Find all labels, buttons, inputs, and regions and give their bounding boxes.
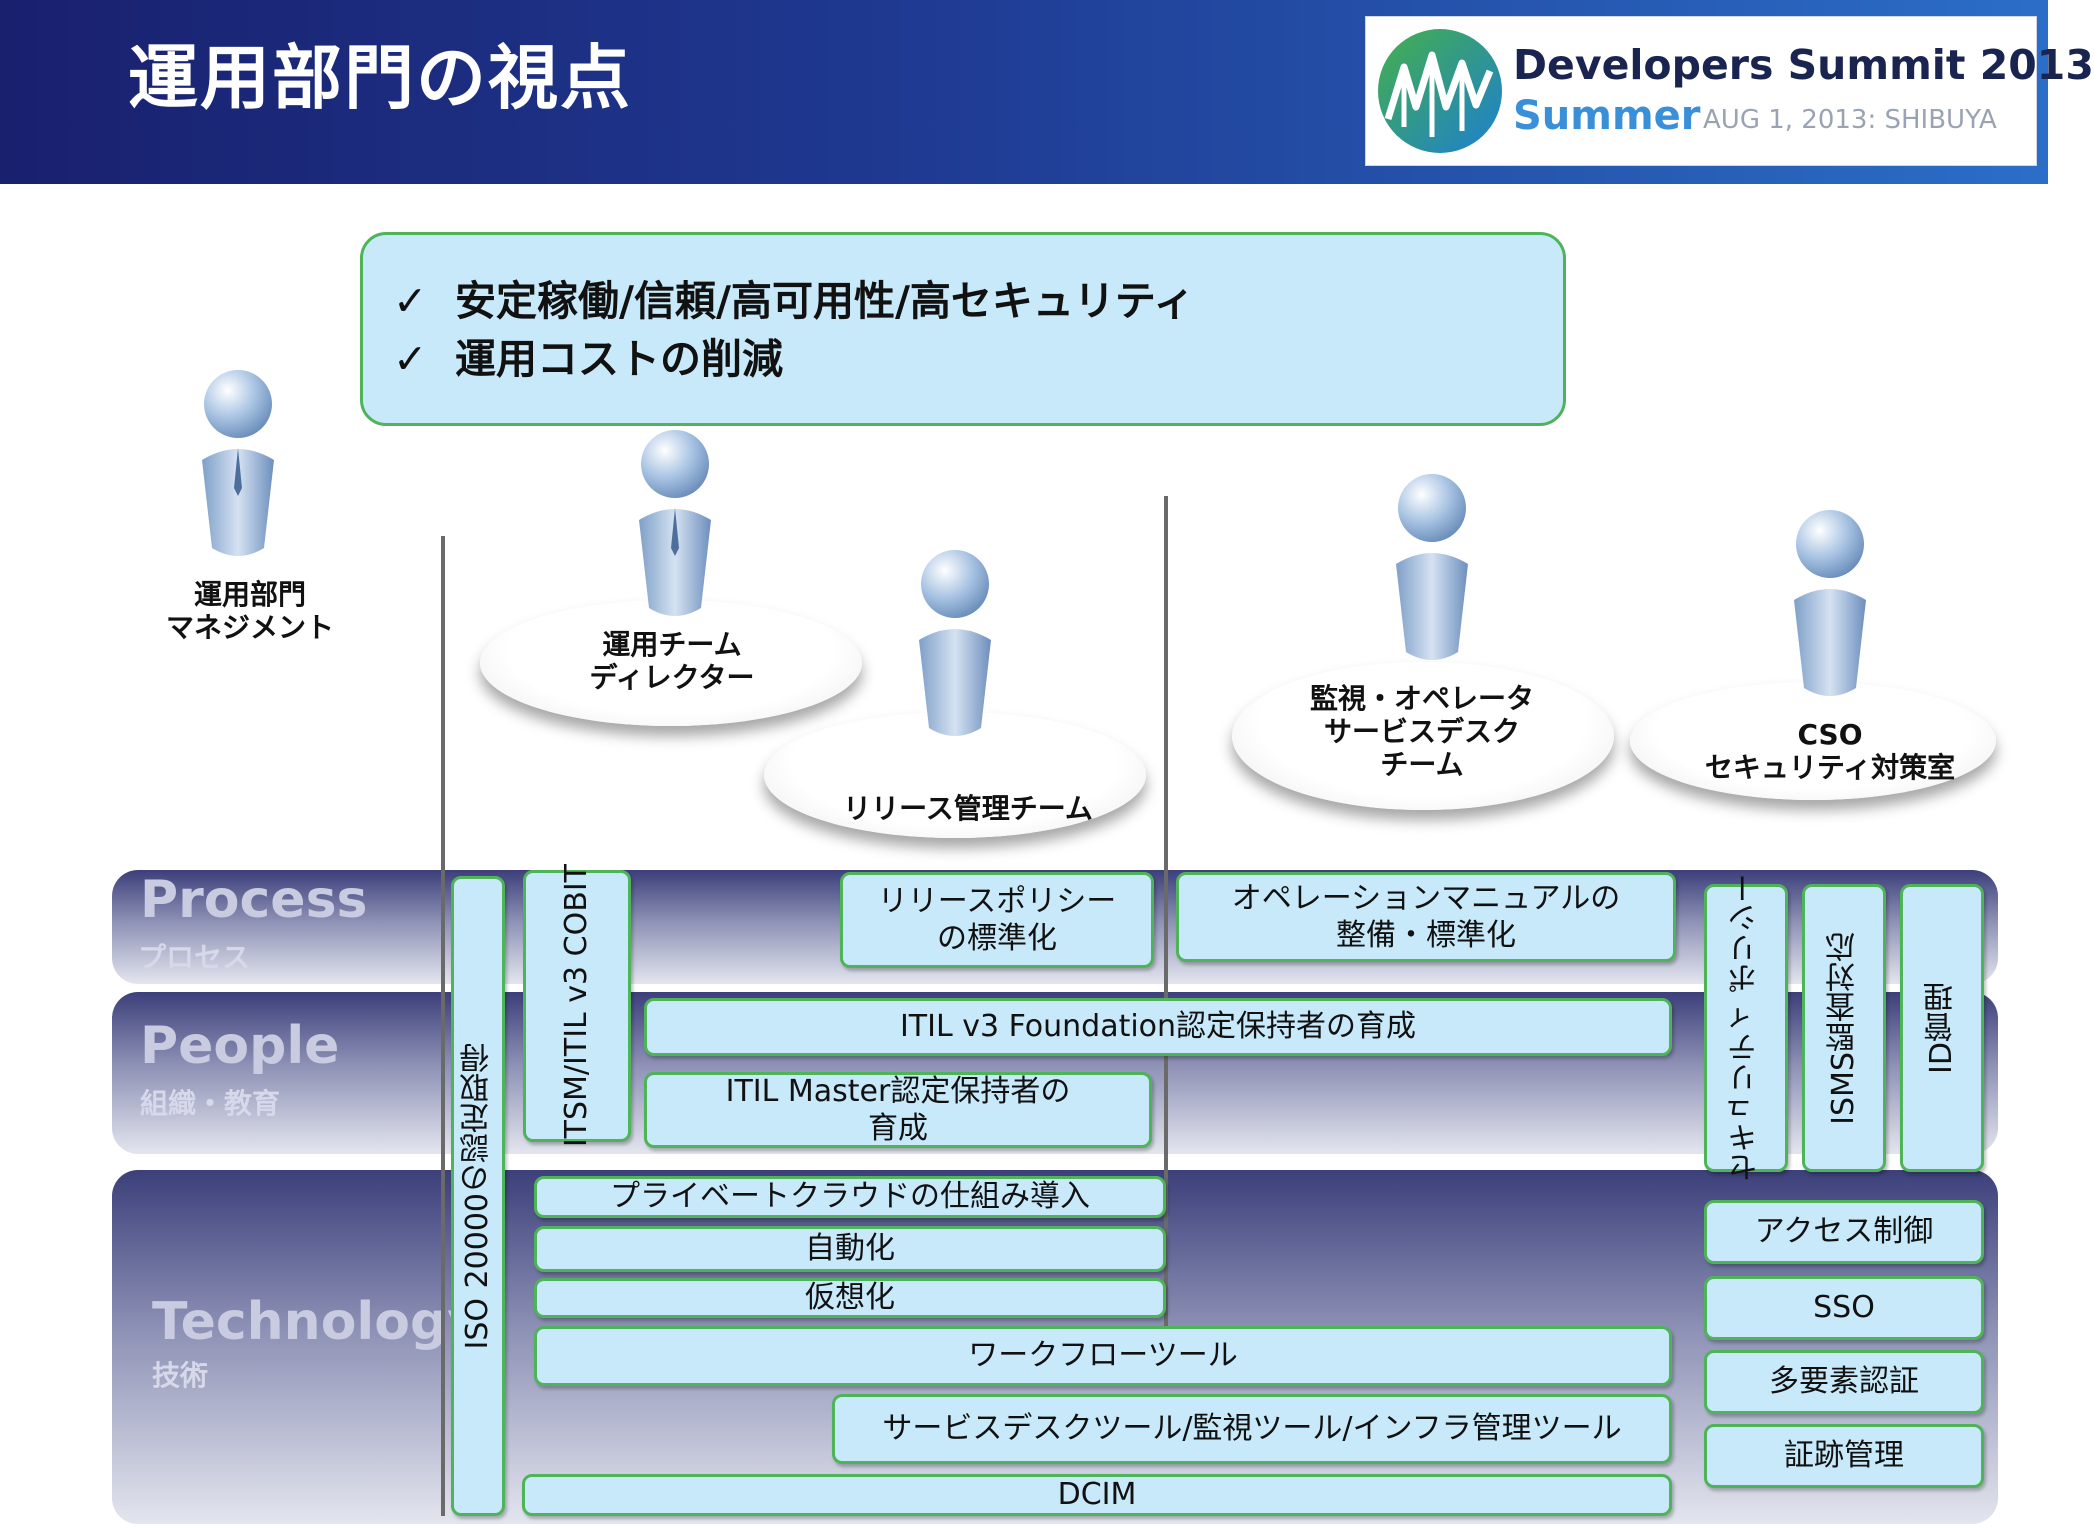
- dcim-box: DCIM: [522, 1474, 1672, 1516]
- private-cloud-box: プライベートクラウドの仕組み導入: [534, 1176, 1166, 1218]
- mfa-box: 多要素認証: [1704, 1350, 1984, 1414]
- person-icon: [1396, 474, 1468, 660]
- servicedesk-tools-box: サービスデスクツール/監視ツール/インフラ管理ツール: [832, 1394, 1672, 1464]
- goal-item: ✓ 運用コストの削減: [393, 325, 783, 385]
- person-icon: [202, 370, 274, 556]
- team-platform: [1232, 662, 1614, 810]
- iso20000-box: ISO 20000の認定取得: [451, 876, 505, 1516]
- virtualization-box: 仮想化: [534, 1278, 1166, 1318]
- people-subtitle: 組織・教育: [140, 1087, 281, 1120]
- process-subtitle: プロセス: [138, 941, 251, 974]
- event-logo: Developers Summit 2013 Summer AUG 1, 201…: [1365, 16, 2094, 166]
- automation-box: 自動化: [534, 1226, 1166, 1272]
- logo-date: AUG 1, 2013: SHIBUYA: [1703, 105, 1997, 135]
- people-title: People: [140, 1016, 340, 1076]
- divider-line: [1164, 496, 1168, 1326]
- check-icon: ✓: [393, 335, 428, 383]
- audit-trail-box: 証跡管理: [1704, 1424, 1984, 1488]
- goal-text: 安定稼働/信頼/高可用性/高セキュリティ: [455, 277, 1195, 325]
- check-icon: ✓: [393, 277, 428, 325]
- role-ops-management: 運用部門 マネジメント: [165, 578, 334, 645]
- itil-master-box: ITIL Master認定保持者の 育成: [644, 1072, 1152, 1148]
- sso-box: SSO: [1704, 1276, 1984, 1340]
- isms-box: ISMS監査対応: [1802, 884, 1886, 1172]
- divider-line: [441, 536, 445, 1516]
- ops-manual-box: オペレーションマニュアルの 整備・標準化: [1176, 872, 1676, 962]
- role-monitoring-servicedesk: 監視・オペレータ サービスデスク チーム: [1309, 682, 1534, 782]
- person-icon: [1794, 510, 1866, 696]
- page-title: 運用部門の視点: [128, 37, 632, 119]
- role-ops-director: 運用チーム ディレクター: [589, 628, 755, 695]
- id-management-box: ID管理: [1900, 884, 1984, 1172]
- technology-title: Technology: [152, 1292, 482, 1352]
- role-release-team: リリース管理チーム: [843, 792, 1093, 825]
- process-title: Process: [140, 870, 368, 930]
- workflow-tool-box: ワークフローツール: [534, 1326, 1672, 1386]
- goals-box: ✓ 安定稼働/信頼/高可用性/高セキュリティ ✓ 運用コストの削減: [360, 232, 1566, 426]
- team-platform: [1630, 682, 1996, 800]
- itsm-cobit-box: ITSM/ITIL v3 COBIT: [523, 864, 631, 1148]
- role-cso: CSO セキュリティ対策室: [1704, 718, 1956, 785]
- team-platform: [480, 600, 862, 726]
- person-icon: [919, 550, 991, 736]
- logo-title: Developers Summit 2013: [1513, 41, 2094, 89]
- goal-item: ✓ 安定稼働/信頼/高可用性/高セキュリティ: [393, 267, 1194, 327]
- access-control-box: アクセス制御: [1704, 1200, 1984, 1264]
- mountain-logo-icon: [1378, 29, 1502, 153]
- goal-text: 運用コストの削減: [455, 335, 783, 383]
- release-policy-box: リリースポリシー の標準化: [840, 872, 1154, 968]
- person-icon: [639, 430, 711, 616]
- itil-foundation-box: ITIL v3 Foundation認定保持者の育成: [644, 998, 1672, 1056]
- logo-subtitle: Summer: [1513, 93, 1701, 139]
- technology-subtitle: 技術: [152, 1359, 209, 1392]
- security-policy-box: セキュリティ ポリシー: [1704, 873, 1788, 1183]
